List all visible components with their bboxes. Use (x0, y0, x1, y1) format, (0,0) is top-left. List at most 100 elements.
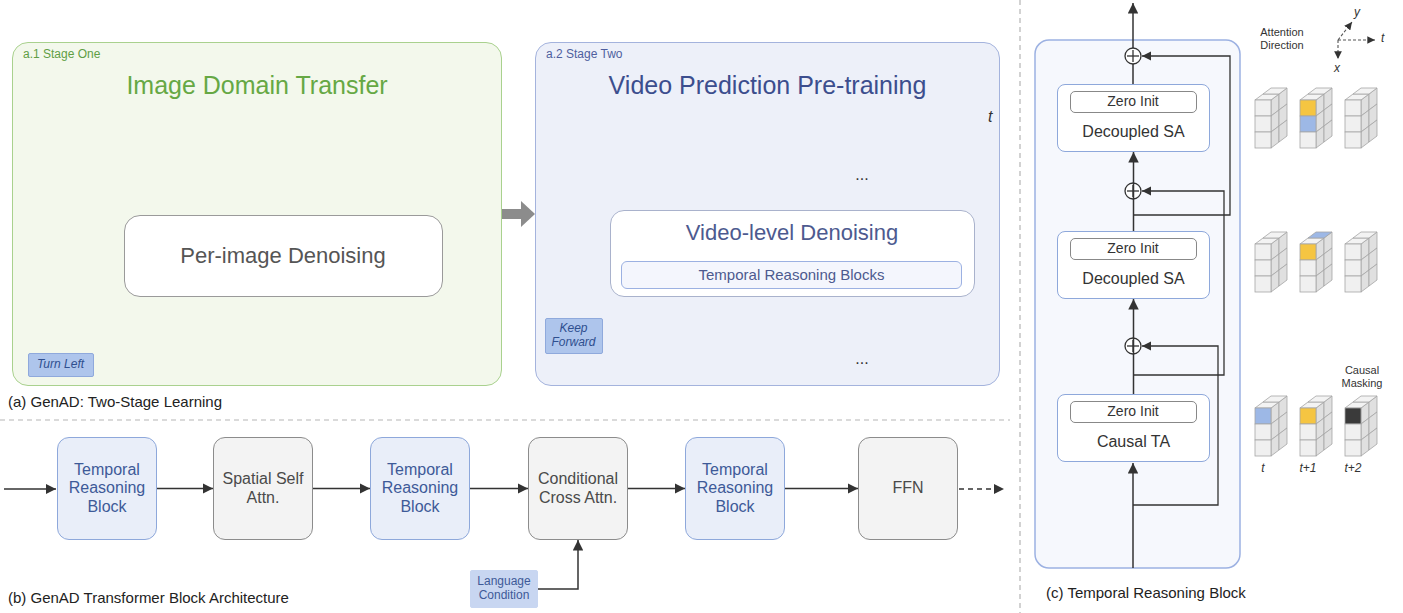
token-cube (1300, 94, 1324, 100)
axis-glyph (1338, 39, 1375, 40)
token-cube (1255, 396, 1287, 456)
connector-arrow (538, 540, 578, 589)
residual-connection (1132, 463, 1134, 568)
box-label: Zero Init (1107, 240, 1158, 256)
ellipsis: ... (847, 166, 877, 184)
process-box: Video-level DenoisingTemporal Reasoning … (610, 210, 975, 297)
token-cube (1300, 408, 1316, 424)
axis-label: y (1354, 6, 1360, 20)
token-cube (1255, 402, 1279, 408)
token-cube (1255, 88, 1287, 148)
token-cube (1255, 408, 1271, 424)
token-cube (1300, 116, 1316, 132)
token-cube (1300, 424, 1316, 440)
frame-label: t+1 (1293, 462, 1323, 476)
axis-glyph (1337, 40, 1338, 59)
token-cube (1263, 396, 1287, 402)
dashed-separator (1019, 0, 1020, 613)
frame-label: t+2 (1338, 462, 1368, 476)
block-frame (1035, 40, 1240, 568)
token-cube (1308, 396, 1332, 402)
box-label: Spatial Self Attn. (218, 470, 308, 507)
box-label: Decoupled SA (1058, 270, 1209, 288)
figure-caption: (b) GenAD Transformer Block Architecture (8, 589, 289, 606)
axis-label: t (988, 108, 992, 126)
token-cube (1324, 264, 1332, 286)
box-label: Zero Init (1107, 93, 1158, 109)
panel-tag: a.2 Stage Two (546, 48, 623, 62)
token-cube (1255, 244, 1271, 260)
init-tag: Zero Init (1070, 91, 1197, 113)
token-cube (1300, 260, 1316, 276)
token-cube (1369, 264, 1377, 286)
box-label: Video Prediction Pre-training (536, 71, 999, 100)
box-label: Decoupled SA (1058, 123, 1209, 141)
token-cube (1345, 244, 1361, 260)
box-label: Temporal Reasoning Block (375, 461, 465, 516)
token-cube (1300, 132, 1316, 148)
token-cube (1255, 116, 1271, 132)
figure-caption: (a) GenAD: Two-Stage Learning (8, 393, 222, 410)
flow-arrow (959, 488, 1004, 490)
token-cube (1345, 276, 1361, 292)
token-cube (1271, 126, 1279, 148)
axis-glyph (1338, 22, 1352, 40)
token-cube (1263, 88, 1287, 94)
token-cube (1324, 120, 1332, 142)
dashed-separator (0, 419, 1010, 420)
attention-block: Decoupled SA Zero Init (1057, 84, 1210, 152)
token-cube (1324, 428, 1332, 450)
connector-arrow (628, 488, 685, 490)
token-cube (1300, 440, 1316, 456)
token-cube (1353, 232, 1377, 238)
token-cube (1255, 232, 1287, 292)
box-label: Keep Forward (550, 322, 598, 350)
box-label: Temporal Reasoning Block (62, 461, 152, 516)
box-label: Language Condition (475, 575, 533, 603)
init-tag: Zero Init (1070, 401, 1197, 423)
connector-arrow (157, 488, 213, 490)
attention-block: Causal TA Zero Init (1057, 394, 1210, 462)
ellipsis: ... (847, 350, 877, 368)
module-box: Temporal Reasoning Block (370, 437, 470, 540)
token-cube (1345, 238, 1369, 244)
connector-arrow (1133, 152, 1135, 231)
token-cube (1361, 434, 1369, 456)
token-cube (1279, 264, 1287, 286)
token-cube (1345, 116, 1361, 132)
token-cube (1316, 126, 1324, 148)
token-cube (1255, 260, 1271, 276)
box-label: Temporal Reasoning Block (690, 461, 780, 516)
module-box: Temporal Reasoning Block (57, 437, 157, 540)
sum-symbol (1125, 48, 1141, 64)
stage-panel: a.1 Stage OneImage Domain TransferPer-im… (12, 42, 502, 386)
token-cube (1255, 238, 1279, 244)
stage-transition-arrow (502, 209, 521, 219)
axis-label: t (1381, 32, 1384, 46)
sum-symbol (1125, 48, 1141, 64)
token-cube (1345, 232, 1377, 292)
token-cube (1300, 232, 1332, 292)
init-tag: Zero Init (1070, 238, 1197, 260)
token-cube (1345, 440, 1361, 456)
token-cube (1279, 120, 1287, 142)
token-cube (1316, 434, 1324, 456)
token-cube (1345, 424, 1361, 440)
connector-arrow (313, 488, 370, 490)
token-cube (1316, 270, 1324, 292)
box-label: Causal TA (1058, 433, 1209, 451)
token-cube (1369, 428, 1377, 450)
token-cube (1255, 100, 1271, 116)
box-label: Image Domain Transfer (13, 71, 501, 100)
token-cube (1271, 434, 1279, 456)
box-label: Conditional Cross Attn. (533, 470, 623, 507)
token-cube (1308, 88, 1332, 94)
frozen-module-box: FFN (858, 437, 958, 540)
axis-glyph (1338, 22, 1375, 59)
module-box: Temporal Reasoning Blocks (621, 261, 962, 289)
dashed-separator (0, 0, 1020, 613)
box-label: FFN (892, 479, 923, 497)
token-cube (1300, 276, 1316, 292)
annotation: Causal Masking (1336, 364, 1388, 389)
frame-label: t (1248, 462, 1278, 476)
